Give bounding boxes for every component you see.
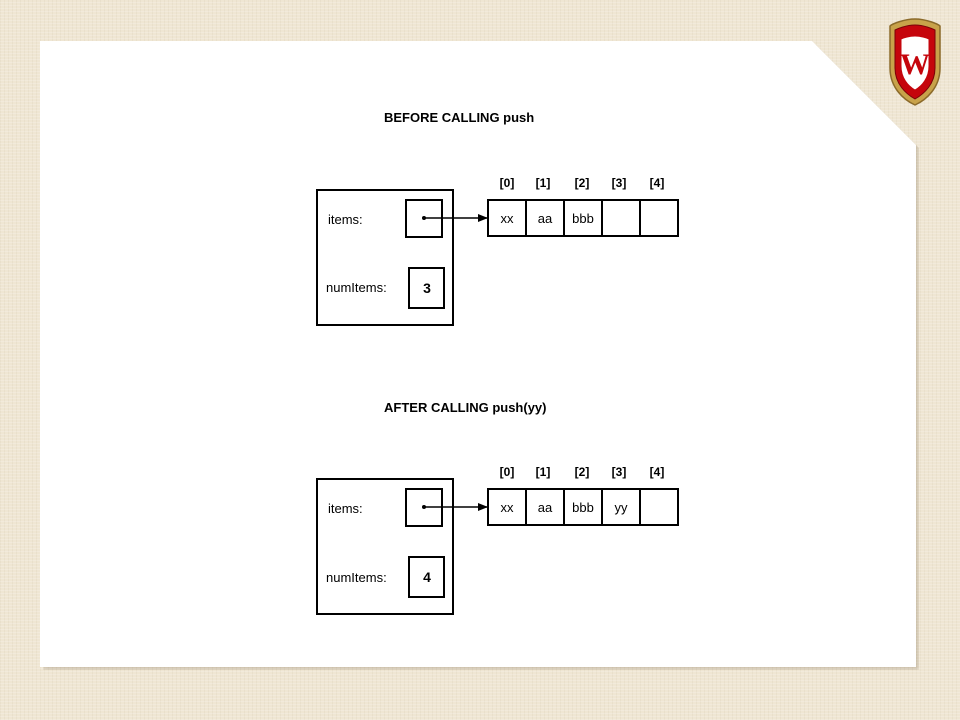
array-cell-value: yy — [615, 500, 629, 515]
diagram-before: BEFORE CALLING push items: numItems: 3 [… — [316, 110, 679, 326]
items-label: items: — [328, 501, 363, 516]
stack-object-box — [316, 478, 454, 615]
array-cell-value: xx — [501, 500, 515, 515]
array-cell — [639, 199, 679, 237]
array-cell — [601, 199, 641, 237]
array-index: [0] — [500, 176, 515, 190]
diagram-title: BEFORE CALLING push — [384, 110, 534, 125]
slide-panel — [40, 41, 916, 667]
array-index: [4] — [650, 465, 665, 479]
array-cell-value: aa — [538, 211, 553, 226]
array-cell-value: bbb — [572, 211, 594, 226]
array-index: [4] — [650, 176, 665, 190]
array-cells: xx aa bbb — [487, 199, 679, 237]
numitems-value: 4 — [423, 569, 431, 585]
array-index: [1] — [536, 465, 551, 479]
items-label: items: — [328, 212, 363, 227]
array-cell — [639, 488, 679, 526]
uw-crest-icon: W — [889, 18, 941, 106]
array-cells: xx aa bbb yy — [487, 488, 679, 526]
numitems-label: numItems: — [326, 570, 387, 585]
logo-letter: W — [900, 48, 930, 81]
array-index: [3] — [612, 465, 627, 479]
stack-object-box — [316, 189, 454, 326]
array-indices: [0] [1] [2] [3] [4] — [500, 465, 665, 479]
diagram-after: AFTER CALLING push(yy) items: numItems: … — [316, 400, 679, 615]
array-index: [0] — [500, 465, 515, 479]
array-cell-value: bbb — [572, 500, 594, 515]
numitems-box — [408, 267, 445, 309]
numitems-label: numItems: — [326, 280, 387, 295]
array-indices: [0] [1] [2] [3] [4] — [500, 176, 665, 190]
array-index: [2] — [575, 465, 590, 479]
array-cell-value: xx — [501, 211, 515, 226]
numitems-value: 3 — [423, 280, 431, 296]
numitems-box — [408, 556, 445, 598]
diagram-title: AFTER CALLING push(yy) — [384, 400, 547, 415]
array-index: [2] — [575, 176, 590, 190]
array-index: [3] — [612, 176, 627, 190]
array-cell-value: aa — [538, 500, 553, 515]
array-index: [1] — [536, 176, 551, 190]
